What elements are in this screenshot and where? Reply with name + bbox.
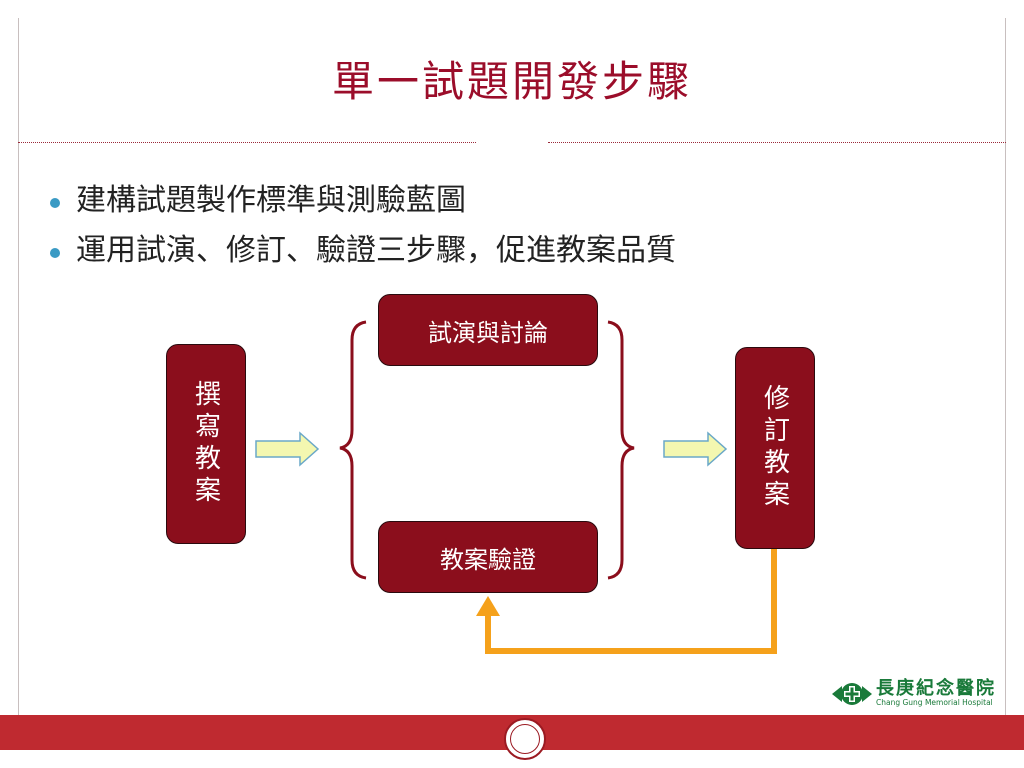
arrow-write-to-trial — [255, 431, 320, 467]
bullet-item: 建構試題製作標準與測驗藍圖 — [48, 176, 676, 226]
footer-circle-ornament — [504, 718, 546, 760]
node-lesson-verification: 教案驗證 — [378, 521, 598, 593]
title-divider-right — [548, 142, 1006, 143]
left-curly-bracket — [339, 320, 367, 580]
feedback-loop-line — [485, 549, 777, 654]
node-revise-lesson: 修訂教案 — [735, 347, 815, 549]
title-divider-left — [18, 142, 476, 143]
arrow-trial-to-revise — [663, 431, 728, 467]
logo-name-english: Chang Gung Memorial Hospital — [876, 698, 993, 707]
logo-name-chinese: 長庚紀念醫院 — [876, 678, 996, 699]
slide-title: 單一試題開發步驟 — [331, 57, 692, 106]
node-trial-discussion: 試演與討論 — [378, 294, 598, 366]
bullet-list: 建構試題製作標準與測驗藍圖 運用試演、修訂、驗證三步驟，促進教案品質 — [48, 176, 676, 276]
footer-circle-inner — [510, 724, 540, 754]
bullet-item: 運用試演、修訂、驗證三步驟，促進教案品質 — [48, 226, 676, 276]
hospital-logo: 長庚紀念醫院 Chang Gung Memorial Hospital — [830, 672, 1010, 716]
node-write-lesson: 撰寫教案 — [166, 344, 246, 544]
slide-frame — [18, 18, 1006, 750]
hospital-emblem-icon — [832, 683, 872, 705]
right-curly-bracket — [607, 320, 635, 580]
feedback-loop-arrowhead — [476, 596, 500, 616]
